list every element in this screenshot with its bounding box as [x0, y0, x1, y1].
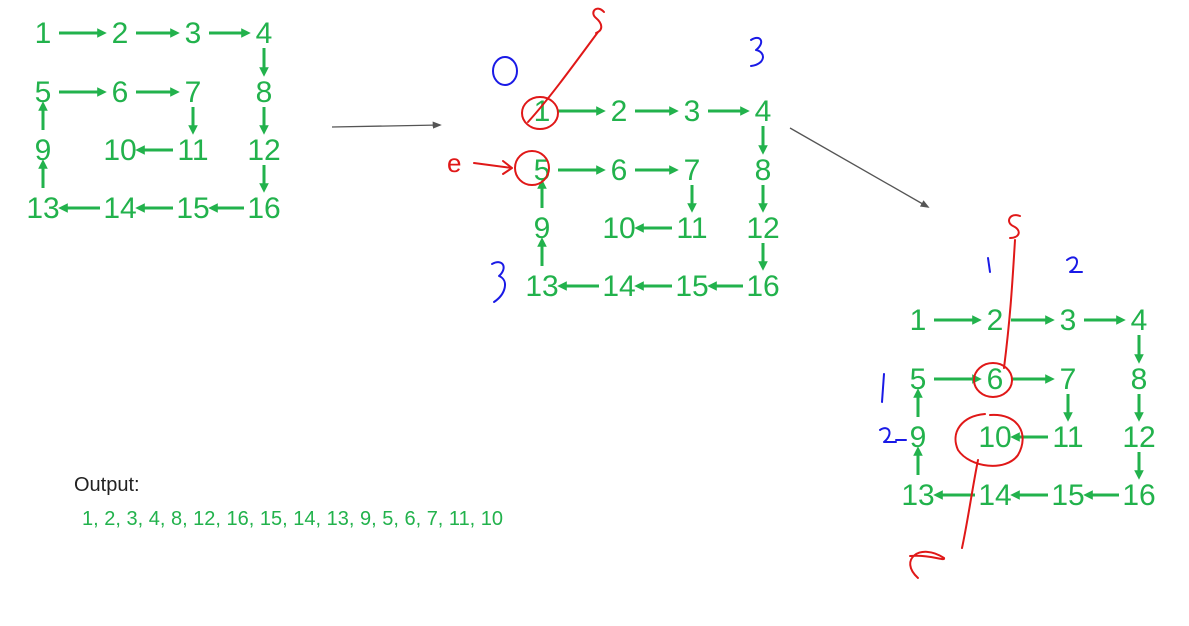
- circle-around-1: [521, 96, 559, 130]
- end-line-right: [961, 459, 979, 549]
- grid-number: 12: [247, 134, 280, 167]
- grid-number: 15: [675, 270, 708, 303]
- end-arrow-middle: [473, 160, 513, 175]
- transition-arrow-2: [789, 127, 930, 208]
- s-mark-middle: [592, 7, 605, 34]
- grid-number: 13: [26, 192, 59, 225]
- e-label-middle: e: [447, 148, 461, 178]
- grid-number: 6: [112, 76, 129, 109]
- middle-annotations: e: [447, 7, 764, 303]
- grid-number: 13: [525, 270, 558, 303]
- grid-number: 7: [684, 154, 701, 187]
- grid-number: 11: [676, 212, 707, 245]
- grid-number: 6: [987, 363, 1004, 396]
- grid-number: 16: [247, 192, 280, 225]
- three-mark-left: [491, 261, 506, 303]
- grid-number: 6: [611, 154, 628, 187]
- grid-number: 7: [1060, 363, 1077, 396]
- grid-number: 11: [1052, 421, 1083, 454]
- grid-number: 9: [910, 421, 927, 454]
- grid-number: 12: [1122, 421, 1155, 454]
- s-mark-right: [1008, 214, 1021, 239]
- one-mark-left: [881, 373, 885, 403]
- grid-number: 14: [103, 192, 136, 225]
- start-line-middle: [527, 31, 599, 123]
- output-label: Output:: [74, 474, 140, 496]
- grid-number: 16: [1122, 479, 1155, 512]
- circle-around-10: [954, 413, 1024, 467]
- transition-arrow-1: [331, 121, 442, 129]
- grid-number: 3: [185, 17, 202, 50]
- grid-number: 5: [910, 363, 927, 396]
- vertical-line-right: [1003, 239, 1016, 369]
- grid-number: 4: [755, 95, 772, 128]
- grid-number: 1: [35, 17, 52, 50]
- circle-around-5: [514, 150, 550, 186]
- one-mark-top: [987, 257, 991, 273]
- grid-number: 15: [176, 192, 209, 225]
- grid-number: 8: [755, 154, 772, 187]
- grid-number: 16: [746, 270, 779, 303]
- e-mark-right: [909, 550, 946, 579]
- right-annotations: [879, 214, 1083, 579]
- grid-number: 5: [35, 76, 52, 109]
- three-mark-top: [750, 36, 764, 67]
- grid-number: 2: [611, 95, 628, 128]
- grid-number: 7: [185, 76, 202, 109]
- grid-number: 14: [978, 479, 1011, 512]
- grid-number: 9: [35, 134, 52, 167]
- two-mark-left: [879, 427, 907, 443]
- grid-number: 10: [978, 421, 1011, 454]
- grid-number: 1: [534, 95, 551, 128]
- grid-number: 15: [1051, 479, 1084, 512]
- grid-number: 11: [177, 134, 208, 167]
- grid-number: 12: [746, 212, 779, 245]
- grid-number: 10: [602, 212, 635, 245]
- grid-number: 10: [103, 134, 136, 167]
- grid-number: 8: [1131, 363, 1148, 396]
- two-mark-top: [1066, 256, 1083, 273]
- grid-number: 14: [602, 270, 635, 303]
- grid-number: 4: [256, 17, 273, 50]
- output-value: 1, 2, 3, 4, 8, 12, 16, 15, 14, 13, 9, 5,…: [82, 508, 504, 530]
- grid-number: 3: [684, 95, 701, 128]
- grid-number: 1: [910, 304, 927, 337]
- grid-number: 8: [256, 76, 273, 109]
- grid-number: 2: [987, 304, 1004, 337]
- grid-number: 3: [1060, 304, 1077, 337]
- circle-around-6: [973, 362, 1013, 398]
- grid-number: 9: [534, 212, 551, 245]
- zero-mark: [492, 56, 518, 86]
- grid-number: 13: [901, 479, 934, 512]
- grid-number: 2: [112, 17, 129, 50]
- grid-number: 4: [1131, 304, 1148, 337]
